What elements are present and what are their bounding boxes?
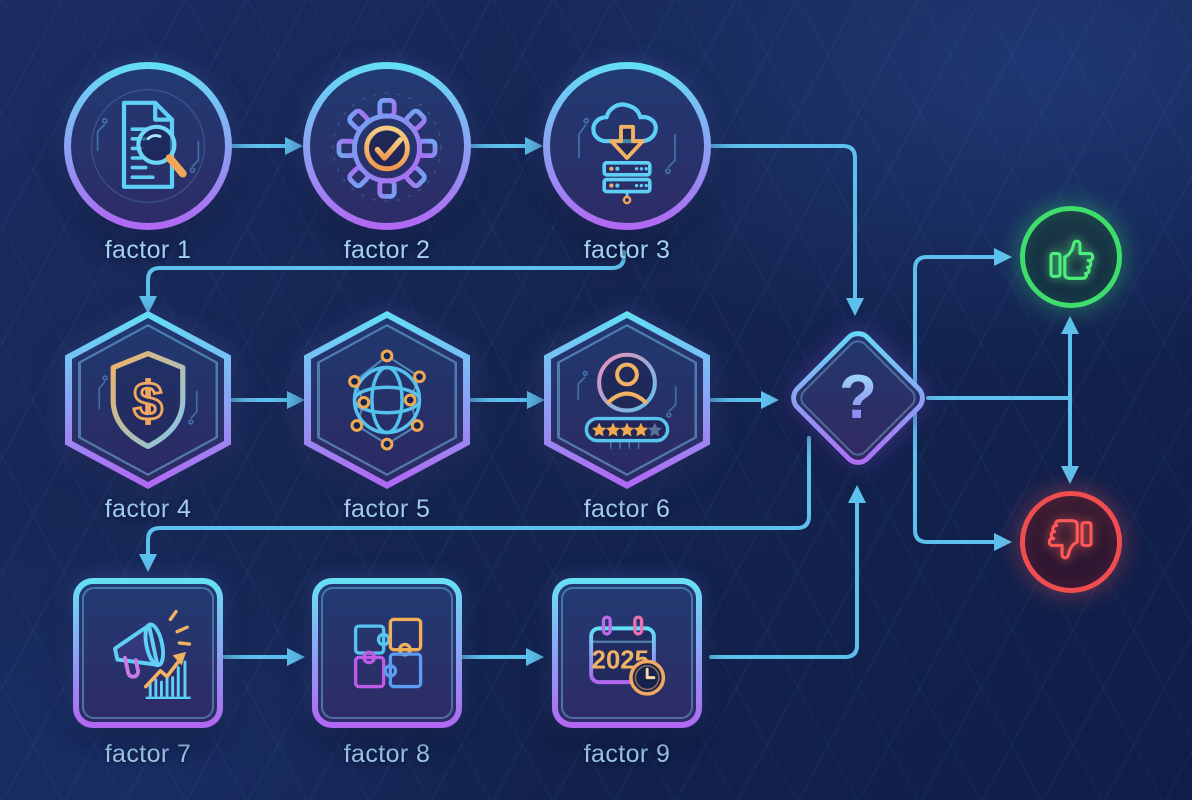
- arrowhead: [994, 533, 1012, 551]
- arrowhead: [139, 296, 157, 314]
- dollar-glyph: $: [133, 373, 163, 432]
- factor-6-shape: [544, 311, 710, 489]
- arrowhead: [526, 648, 544, 666]
- outcome-approve: [1020, 206, 1122, 308]
- node-factor-5: factor 5: [304, 311, 470, 524]
- node-factor-2: factor 2: [303, 62, 471, 265]
- cloud-download-server-icon: [578, 102, 676, 205]
- factor-5-shape: [304, 311, 470, 489]
- factor-2-shape: [303, 62, 471, 230]
- node-factor-6: factor 6: [544, 311, 710, 524]
- connector-f3-f4: [146, 250, 626, 298]
- arrowhead: [1061, 316, 1079, 334]
- arrowhead: [1061, 466, 1079, 484]
- factor-8-shape: [312, 578, 462, 728]
- globe-network-icon: [348, 349, 426, 451]
- arrowhead: [525, 137, 543, 155]
- factor-7-shape: [73, 578, 223, 728]
- rating-stars: [591, 422, 663, 437]
- arrowhead: [285, 137, 303, 155]
- thumbs-up-icon: [1049, 239, 1095, 280]
- user-rating-icon: [577, 352, 677, 449]
- arrowhead: [287, 391, 305, 409]
- star-icon: [633, 422, 649, 437]
- factor-3-label: factor 3: [583, 236, 671, 264]
- factor-7-label: factor 7: [104, 740, 192, 768]
- arrowhead: [848, 485, 866, 503]
- star-icon: [647, 422, 663, 437]
- thumbs-down-icon: [1047, 519, 1093, 560]
- arrowhead: [287, 648, 305, 666]
- outcome-reject: [1020, 491, 1122, 593]
- star-icon: [619, 422, 635, 437]
- star-icon: [605, 422, 621, 437]
- node-factor-8: factor 8: [312, 578, 462, 769]
- arrowhead: [846, 298, 864, 316]
- factor-5-label: factor 5: [343, 495, 431, 523]
- arrowhead: [994, 248, 1012, 266]
- document-search-icon: [90, 88, 206, 204]
- arrowhead: [761, 391, 779, 409]
- node-factor-3: factor 3: [543, 62, 711, 265]
- factor-2-label: factor 2: [343, 236, 431, 264]
- connector-f3-decision: [709, 144, 857, 300]
- factor-8-label: factor 8: [343, 740, 431, 768]
- arrowhead: [139, 554, 157, 572]
- factor-3-shape: [543, 62, 711, 230]
- question-mark-icon: ?: [839, 363, 877, 432]
- connector-f9-decision: [709, 501, 859, 659]
- calendar-clock-icon: 2025: [589, 615, 666, 696]
- node-factor-7: factor 7: [73, 578, 223, 769]
- factor-1-shape: [64, 62, 232, 230]
- node-factor-9: 2025 factor 9: [552, 578, 702, 769]
- factor-4-shape: $: [65, 311, 231, 489]
- factor-1-label: factor 1: [104, 236, 192, 264]
- factor-6-label: factor 6: [583, 495, 671, 523]
- puzzle-icon: [353, 617, 423, 689]
- star-icon: [591, 422, 607, 437]
- factor-9-label: factor 9: [583, 740, 671, 768]
- megaphone-growth-icon: [113, 609, 192, 700]
- factor-4-label: factor 4: [104, 495, 192, 523]
- arrowhead: [527, 391, 545, 409]
- node-factor-1: factor 1: [64, 62, 232, 265]
- shield-dollar-icon: $: [98, 350, 198, 450]
- connector-decision-f7: [146, 436, 811, 556]
- gear-check-icon: [332, 92, 442, 202]
- factor-9-shape: 2025: [552, 578, 702, 728]
- node-factor-4: $ factor 4: [65, 311, 231, 524]
